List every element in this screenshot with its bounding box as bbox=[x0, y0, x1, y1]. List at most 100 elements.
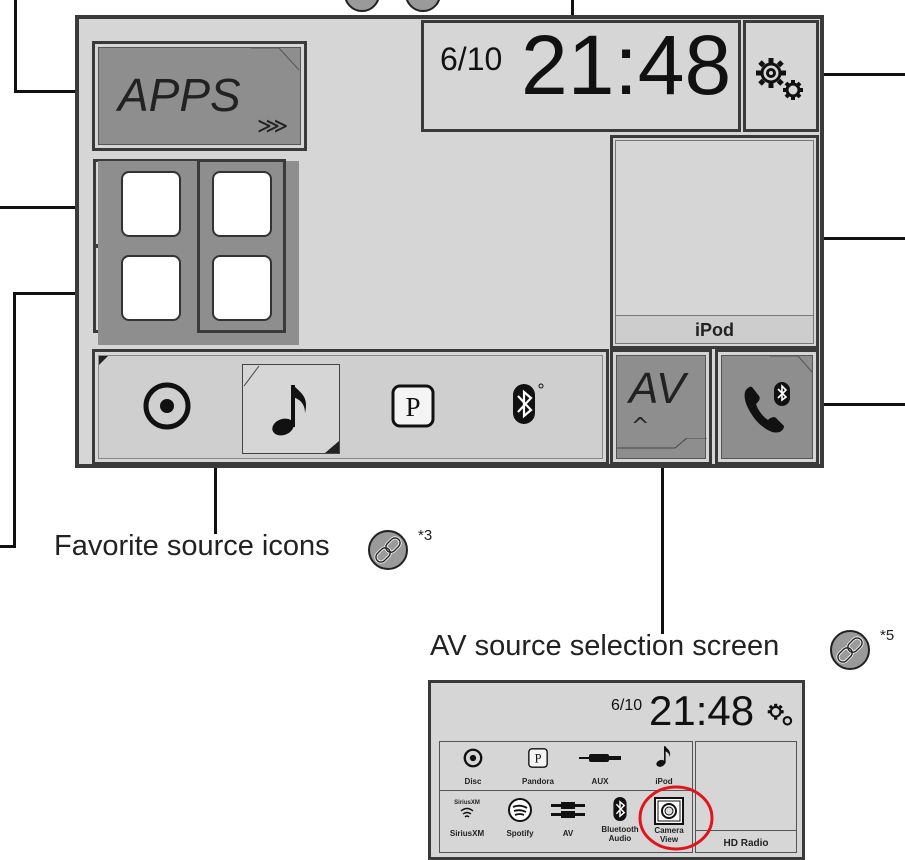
bluetooth-icon bbox=[513, 383, 544, 424]
av-source-spotify[interactable]: Spotify bbox=[495, 793, 545, 847]
source-panel[interactable]: iPod bbox=[615, 140, 814, 344]
av-source-label: Spotify bbox=[506, 829, 534, 838]
av-source-av[interactable]: AV bbox=[543, 793, 593, 847]
leader-clock bbox=[571, 0, 574, 17]
caption-favorite-source-ref: *3 bbox=[418, 527, 433, 544]
leader-phone bbox=[815, 403, 905, 406]
music-note-icon bbox=[272, 385, 307, 436]
av-source-label: SiriusXM bbox=[449, 829, 485, 838]
phone-corner-fold bbox=[770, 356, 813, 373]
favorite-music[interactable] bbox=[242, 364, 340, 454]
favorite-bluetooth[interactable] bbox=[503, 376, 553, 432]
av-selection-screen: 6/10 21:48 HD Radio Disc P Pandora AUX bbox=[428, 680, 805, 860]
svg-text:P: P bbox=[405, 392, 420, 422]
main-screen: APPS ⋙ 6/10 21:48 bbox=[75, 15, 824, 468]
av-source-aux[interactable]: AUX bbox=[575, 745, 625, 789]
leader-shortcut-bottom-h bbox=[13, 292, 97, 295]
av-source-label: Bluetooth Audio bbox=[601, 825, 639, 843]
shortcut-group-right-frame bbox=[197, 159, 286, 333]
av-source-ipod[interactable]: iPod bbox=[639, 743, 689, 789]
camera-icon bbox=[654, 797, 684, 825]
clock-date: 6/10 bbox=[440, 41, 503, 77]
leader-source-panel bbox=[815, 237, 905, 240]
caption-av-source-selection-ref: *5 bbox=[880, 627, 895, 644]
leader-av bbox=[661, 458, 664, 634]
phone-button-frame bbox=[715, 349, 819, 465]
shortcut-slot-2[interactable] bbox=[212, 171, 272, 237]
pandora-icon: P bbox=[391, 384, 435, 428]
phone-bluetooth-icon bbox=[744, 382, 790, 433]
disc-icon bbox=[463, 748, 483, 768]
shortcut-slot-4[interactable] bbox=[212, 255, 272, 321]
favorite-pandora[interactable]: P bbox=[389, 382, 437, 430]
av-button[interactable]: AV ^ bbox=[616, 355, 707, 459]
source-label-bar: iPod bbox=[616, 315, 813, 343]
favorites-corner-mark bbox=[99, 356, 108, 365]
settings-frame bbox=[743, 20, 819, 132]
av-caret: ^ bbox=[631, 414, 650, 439]
av-right-panel-label-bar: HD Radio bbox=[696, 830, 796, 853]
av-label: AV bbox=[629, 364, 686, 413]
leader-favorites bbox=[214, 466, 217, 534]
av-source-disc[interactable]: Disc bbox=[453, 745, 493, 789]
apps-button[interactable]: APPS ⋙ bbox=[98, 47, 301, 145]
link-icon bbox=[368, 530, 408, 570]
apps-arrows: ⋙ bbox=[257, 114, 289, 139]
shortcut-slot-3[interactable] bbox=[121, 255, 181, 321]
bluetooth-icon bbox=[613, 797, 627, 821]
av-source-label: Pandora bbox=[521, 777, 554, 786]
leader-settings bbox=[815, 73, 905, 76]
av-source-label: iPod bbox=[655, 777, 673, 786]
gear-icon bbox=[756, 58, 803, 100]
link-icon bbox=[830, 630, 870, 670]
svg-text:P: P bbox=[535, 752, 542, 766]
av-grid-divider bbox=[439, 790, 693, 791]
apps-label: APPS bbox=[118, 69, 241, 121]
av-button-frame bbox=[610, 349, 712, 465]
av-source-camera-view[interactable]: Camera View bbox=[645, 793, 693, 847]
favorite-disc[interactable] bbox=[139, 378, 195, 434]
favorites-bar: P bbox=[98, 355, 603, 459]
music-note-icon bbox=[656, 746, 671, 767]
disc-icon bbox=[143, 382, 191, 430]
leader-shortcut-top bbox=[0, 206, 96, 209]
siriusxm-icon bbox=[460, 807, 474, 818]
av-screen-time: 21:48 bbox=[649, 687, 755, 734]
av-source-pandora[interactable]: P Pandora bbox=[513, 745, 563, 789]
favorite-music-fold bbox=[243, 365, 260, 387]
apps-corner-fold bbox=[251, 48, 300, 71]
av-source-label: AV bbox=[562, 829, 574, 838]
av-source-siriusxm[interactable]: SiriusXM SiriusXM bbox=[443, 793, 491, 847]
spotify-icon bbox=[508, 798, 532, 822]
leader-shortcut-bottom-end bbox=[0, 545, 16, 548]
aux-cable-icon bbox=[579, 754, 621, 762]
highlight-circle bbox=[638, 785, 714, 851]
caption-av-source-selection: AV source selection screen bbox=[430, 630, 780, 662]
av-source-label: Camera View bbox=[654, 826, 684, 844]
clock-display[interactable]: 6/10 21:48 bbox=[426, 18, 736, 127]
link-icon-partial bbox=[345, 0, 440, 12]
leader-apps-h bbox=[14, 90, 99, 93]
shortcut-slot-1[interactable] bbox=[121, 171, 181, 237]
clock-frame bbox=[421, 20, 741, 132]
siriusxm-logo-text: SiriusXM bbox=[454, 800, 480, 806]
source-panel-frame bbox=[610, 135, 819, 349]
settings-button[interactable] bbox=[749, 53, 813, 109]
clock-time: 21:48 bbox=[521, 18, 732, 112]
av-screen-date: 6/10 bbox=[611, 697, 643, 714]
av-source-bluetooth-audio[interactable]: Bluetooth Audio bbox=[595, 793, 645, 847]
apps-button-frame bbox=[92, 41, 307, 151]
favorites-bar-frame bbox=[92, 349, 609, 465]
favorite-music-corner bbox=[325, 441, 339, 453]
phone-button[interactable] bbox=[721, 355, 813, 459]
source-label: iPod bbox=[695, 320, 734, 340]
leader-apps-v bbox=[14, 0, 17, 93]
av-divider bbox=[617, 438, 707, 449]
leader-shortcut-bottom-v bbox=[13, 292, 16, 548]
gear-icon[interactable] bbox=[764, 701, 798, 731]
pandora-icon: P bbox=[528, 748, 548, 768]
caption-favorite-source: Favorite source icons bbox=[54, 530, 330, 562]
av-source-label: Disc bbox=[464, 777, 482, 786]
av-right-panel-label: HD Radio bbox=[723, 838, 769, 849]
av-source-label: AUX bbox=[591, 777, 609, 786]
